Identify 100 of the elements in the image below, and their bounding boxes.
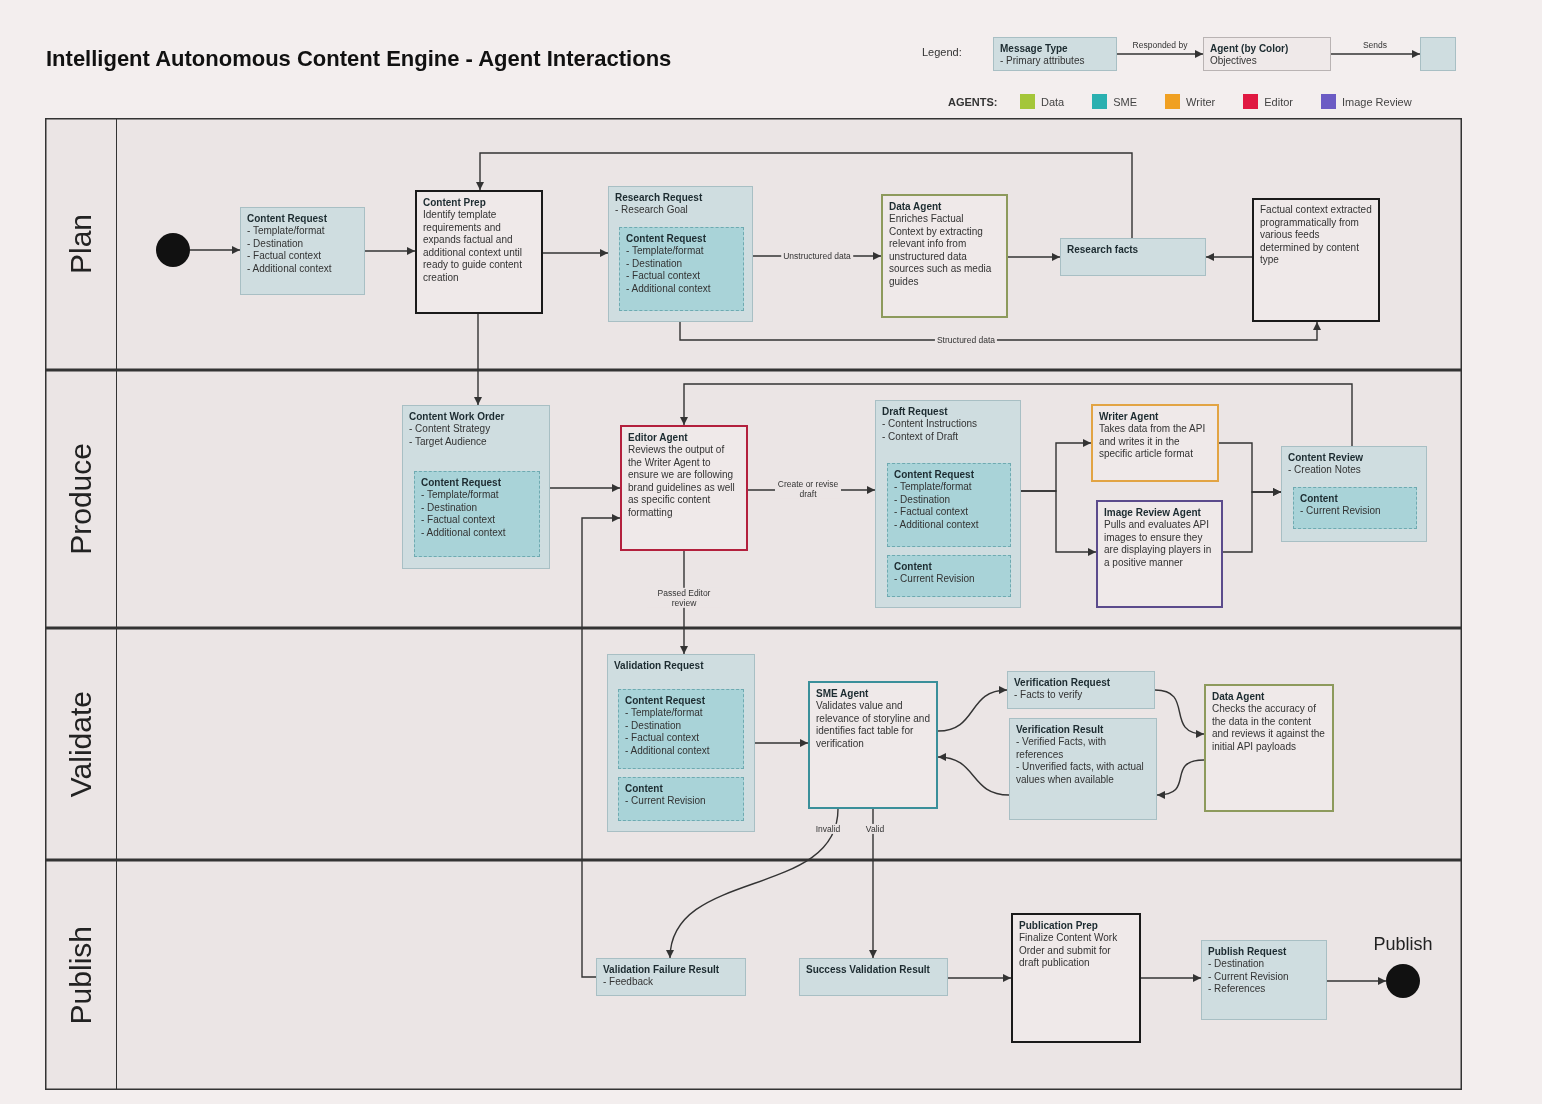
bullet-text: - Additional context: [626, 282, 712, 295]
legend-text: SME: [1113, 95, 1138, 108]
bullet-text: - Destination: [421, 501, 479, 514]
heading-text: Content Review: [1288, 451, 1364, 464]
edge-label: Structured data: [934, 334, 998, 346]
description-text: Pulls and evaluates API images to ensure they are displaying players in a positive manner: [1104, 519, 1213, 569]
legend-text: Writer: [1186, 95, 1216, 108]
edge-label: Valid: [863, 823, 887, 835]
description-text: Validates value and relevance of storyline and identifies fact table for verification: [816, 700, 930, 750]
heading-text: Verification Result: [1016, 723, 1105, 736]
description-text: Enriches Factual Context by extracting relevant info from unstructured data sources such as media guides: [889, 213, 993, 288]
message-card: [1009, 718, 1157, 820]
bullet-text: - Destination: [894, 493, 952, 506]
heading-text: Verification Request: [1014, 676, 1112, 689]
legend-text: Editor: [1264, 95, 1293, 108]
description-text: Identify template requirements and expands factual and additional context until ready to guide content creation: [423, 209, 523, 284]
heading-text: Content Request: [625, 694, 706, 707]
swimlane: [45, 370, 1462, 628]
message-card: [1060, 238, 1206, 276]
heading-text: Draft Request: [882, 405, 949, 418]
nested-message-card: [887, 463, 1011, 547]
bullet-text: - Feedback: [603, 976, 655, 989]
bullet-text: - Additional context: [421, 526, 507, 539]
nested-message-card: [619, 227, 744, 311]
bullet-text: - Destination: [247, 237, 305, 250]
legend-heading: Legend:: [922, 46, 962, 58]
arrow: [667, 808, 839, 959]
message-card: [607, 654, 755, 832]
heading-text: Writer Agent: [1099, 410, 1160, 423]
heading-text: Publication Prep: [1019, 919, 1099, 932]
heading-text: Image Review Agent: [1104, 506, 1202, 519]
arrow: [1020, 490, 1097, 556]
bullet-text: - Factual context: [625, 732, 700, 745]
arrow: [1330, 50, 1421, 58]
arrow: [1156, 759, 1205, 799]
message-card: [799, 958, 948, 996]
agent-card: [808, 681, 938, 809]
description-text: Reviews the output of the Writer Agent to ensure we are following brand guidelines as well as specific content formatting: [628, 444, 736, 519]
nested-message-card: [1293, 487, 1417, 529]
agent-card: [1091, 404, 1219, 482]
bullet-text: - Facts to verify: [1014, 689, 1084, 702]
message-card: [402, 405, 550, 569]
heading-text: Content Request: [626, 232, 707, 245]
heading-text: Content Request: [247, 212, 328, 225]
swimlane: [45, 860, 1462, 1090]
heading-text: Validation Request: [614, 659, 705, 672]
description-text: Factual context extracted programmatically from various feeds determined by content type: [1260, 204, 1372, 267]
swimlane: [45, 118, 1462, 370]
bullet-text: - Template/format: [626, 245, 705, 258]
nested-message-card: [618, 689, 744, 769]
heading-text: Message Type: [1000, 42, 1069, 55]
arrow: [476, 152, 1133, 239]
bullet-text: - Destination: [626, 257, 684, 270]
bullet-text: - Content Strategy: [409, 423, 492, 436]
agent-card: [620, 425, 748, 551]
arrow: [1154, 689, 1205, 738]
bullet-text: - Current Revision: [1300, 505, 1382, 518]
arrow: [549, 484, 621, 492]
bullet-text: - Current Revision: [625, 795, 707, 808]
heading-text: Content Prep: [423, 196, 487, 209]
lane-label: Publish: [45, 860, 117, 1090]
description-text: Takes data from the API and writes it in the specific article format: [1099, 423, 1207, 461]
arrow: [937, 753, 1010, 796]
bullet-text: - Unverified facts, with actual values when available: [1016, 761, 1145, 786]
swimlane: [45, 628, 1462, 860]
message-card: [608, 186, 753, 322]
arrow: [189, 246, 241, 254]
message-card: [240, 207, 365, 295]
agent-card: [881, 194, 1008, 318]
legend-box: [1420, 37, 1456, 71]
arrow: [947, 974, 1012, 982]
nested-message-card: [618, 777, 744, 821]
bullet-text: - Current Revision: [894, 573, 976, 586]
heading-text: Content: [1300, 492, 1339, 505]
arrow: [1222, 488, 1282, 553]
agent-card: [1096, 500, 1223, 608]
bullet-text: - Additional context: [625, 744, 711, 757]
arrow: [680, 383, 1353, 447]
bullet-text: - Factual context: [421, 514, 496, 527]
heading-text: Content Work Order: [409, 410, 506, 423]
bullet-text: - Template/format: [894, 481, 973, 494]
bullet-text: - Factual context: [626, 270, 701, 283]
bullet-text: - Content Instructions: [882, 418, 979, 431]
arrow: [542, 249, 609, 257]
arrow: [581, 514, 621, 978]
terminal-circle: [156, 233, 190, 267]
message-card: [993, 37, 1117, 71]
heading-text: Editor Agent: [628, 431, 689, 444]
edge-label: Create or revise draft: [775, 478, 841, 500]
legend-heading: AGENTS:: [948, 96, 998, 108]
terminal-label: Publish: [1373, 933, 1433, 955]
heading-text: Content: [894, 560, 933, 573]
legend-text: Data: [1041, 95, 1065, 108]
heading-text: Publish Request: [1208, 945, 1288, 958]
arrow: [474, 313, 482, 406]
heading-text: SME Agent: [816, 687, 870, 700]
agent-card: [1011, 913, 1141, 1043]
bullet-text: - Factual context: [247, 250, 322, 263]
bullet-text: - Primary attributes: [1000, 55, 1086, 68]
bullet-text: - Template/format: [247, 225, 326, 238]
